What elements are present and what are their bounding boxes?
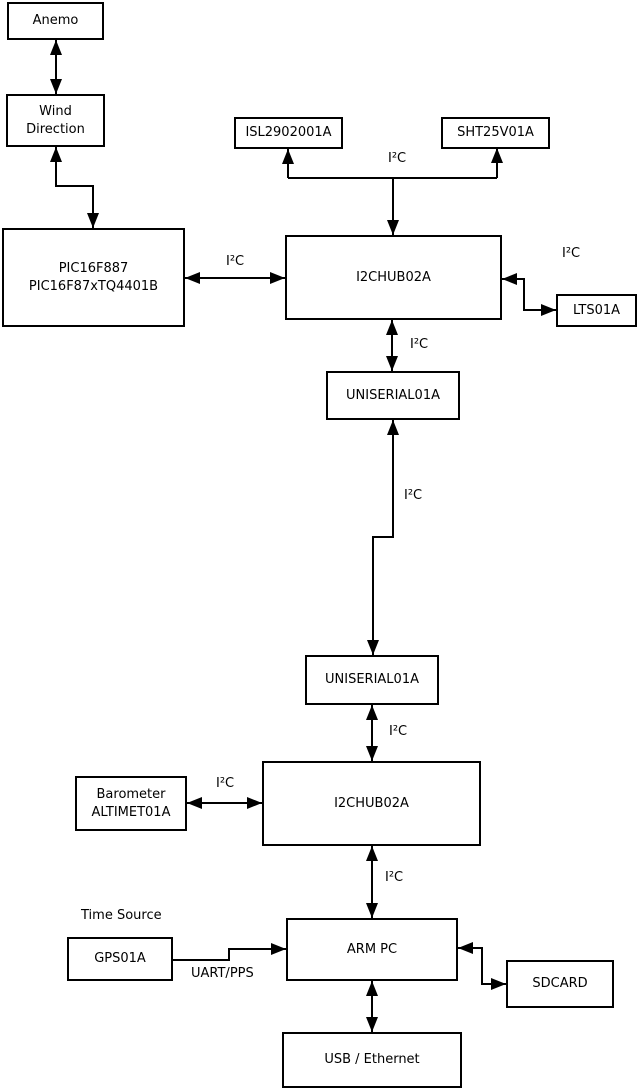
node-lts01a-label: LTS01A: [572, 302, 621, 318]
edge-label-i2c-sensor-bus: I²C: [388, 151, 407, 166]
edge-label-i2c-hub2-armpc: I²C: [385, 870, 404, 885]
node-gps01a-label: GPS01A: [94, 951, 146, 966]
node-uniserial01a-bottom-label: UNISERIAL01A: [325, 672, 419, 687]
node-wind-direction: Wind Direction: [6, 94, 105, 147]
node-usb-ethernet: USB / Ethernet: [282, 1032, 462, 1088]
node-isl2902001a: ISL2902001A: [234, 117, 343, 149]
node-arm-pc-label: ARM PC: [346, 941, 398, 957]
connector-i2chub-top-lts: [502, 273, 556, 316]
node-pic16f887-label-line2: PIC16F87xTQ4401B: [28, 278, 159, 294]
node-uniserial01a-top-label: UNISERIAL01A: [346, 387, 440, 403]
node-i2chub02a-top: I2CHUB02A: [285, 235, 502, 320]
node-arm-pc: ARM PC: [286, 918, 458, 981]
edge-label-i2c-barometer-hub2: I²C: [216, 776, 235, 791]
connector-armpc-sdcard: [458, 942, 506, 990]
node-usb-ethernet-label: USB / Ethernet: [324, 1052, 420, 1067]
node-gps01a: GPS01A: [67, 937, 173, 981]
edge-label-i2c-uniserial-link: I²C: [404, 488, 423, 503]
edge-label-i2c-pic-hub: I²C: [226, 254, 245, 269]
edge-label-i2c-hub-uniserial: I²C: [410, 337, 429, 352]
node-sdcard: SDCARD: [506, 960, 614, 1008]
node-isl2902001a-label: ISL2902001A: [245, 125, 332, 140]
node-uniserial01a-top: UNISERIAL01A: [326, 371, 460, 420]
node-i2chub02a-bottom: I2CHUB02A: [262, 761, 481, 846]
node-wind-direction-label-line2: Direction: [26, 121, 85, 137]
node-pic16f887-label-line1: PIC16F887: [58, 260, 129, 276]
node-pic16f887: PIC16F887 PIC16F87xTQ4401B: [2, 228, 185, 327]
node-barometer-altimet01a: Barometer ALTIMET01A: [75, 776, 187, 831]
node-lts01a: LTS01A: [556, 294, 637, 327]
edge-label-i2c-hub-lts: I²C: [562, 246, 581, 261]
node-barometer-label-line1: Barometer: [96, 786, 166, 802]
connector-uniserial-link: [367, 420, 399, 655]
node-uniserial01a-bottom: UNISERIAL01A: [305, 655, 439, 705]
connector-gps-armpc: [173, 943, 286, 961]
node-i2chub02a-bottom-label: I2CHUB02A: [334, 795, 409, 811]
node-barometer-label-line2: ALTIMET01A: [91, 804, 171, 820]
node-sdcard-label: SDCARD: [532, 976, 588, 991]
node-anemo: Anemo: [7, 2, 104, 40]
label-time-source: Time Source: [81, 908, 162, 923]
node-i2chub02a-top-label: I2CHUB02A: [356, 269, 431, 285]
node-wind-direction-label-line1: Wind: [39, 103, 72, 119]
node-sht25v01a-label: SHT25V01A: [457, 125, 534, 140]
edge-label-i2c-uniserial-hub2: I²C: [389, 724, 408, 739]
edge-label-uart-pps: UART/PPS: [191, 966, 254, 981]
connector-wind-pic: [50, 147, 99, 228]
node-anemo-label: Anemo: [32, 13, 79, 28]
node-sht25v01a: SHT25V01A: [441, 117, 550, 149]
